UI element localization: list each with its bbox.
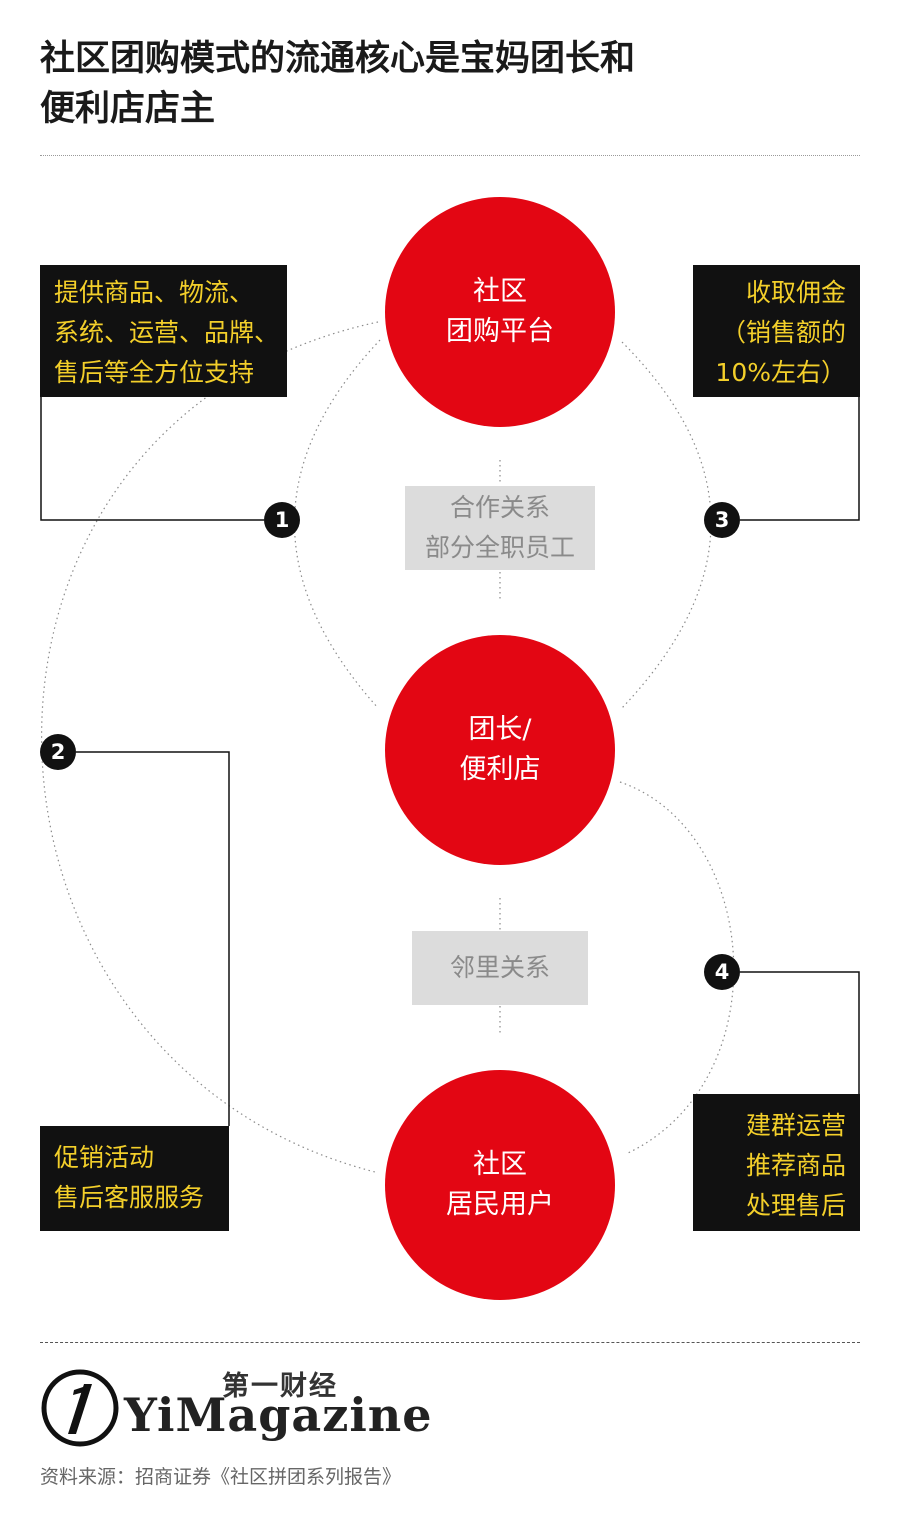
title-line-2: 便利店店主	[40, 89, 216, 129]
callout-3-line: 10%左右）	[715, 358, 846, 387]
callout-4-line: 推荐商品	[745, 1151, 846, 1180]
node-residents-line1: 社区	[473, 1149, 527, 1180]
callout-3: 收取佣金 （销售额的 10%左右）	[693, 265, 860, 397]
callout-3-line: 收取佣金	[745, 278, 846, 307]
brand-name-en: YiMagazine	[124, 1388, 433, 1442]
yimagazine-logo-icon	[41, 1369, 119, 1447]
node-leader-line2: 便利店	[459, 754, 541, 785]
callout-4-line: 建群运营	[745, 1111, 846, 1140]
page-title: 社区团购模式的流通核心是宝妈团长和 便利店店主	[40, 34, 860, 134]
arc-platform-residents-left	[41, 321, 379, 1173]
relation-upper: 合作关系 部分全职员工	[405, 486, 595, 570]
callout-1-line: 售后等全方位支持	[54, 358, 255, 387]
badge-3: 3	[704, 502, 740, 538]
callout-4: 建群运营 推荐商品 处理售后	[693, 1094, 860, 1231]
title-line-1: 社区团购模式的流通核心是宝妈团长和	[40, 39, 636, 79]
node-platform-line1: 社区	[473, 276, 527, 307]
node-leader-line1: 团长/	[468, 714, 532, 745]
callout-2-line: 售后客服服务	[54, 1183, 205, 1212]
node-platform: 社区 团购平台	[385, 197, 615, 427]
node-platform-line2: 团购平台	[446, 316, 554, 347]
leader-line-1	[40, 397, 264, 521]
relation-lower: 邻里关系	[412, 931, 588, 1005]
badge-1: 1	[264, 502, 300, 538]
node-residents: 社区 居民用户	[385, 1070, 615, 1300]
source-note: 资料来源：招商证券《社区拼团系列报告》	[40, 1466, 402, 1488]
callout-4-line: 处理售后	[745, 1191, 846, 1220]
relation-upper-line2: 部分全职员工	[424, 533, 575, 562]
arc-leader-residents-right	[619, 781, 735, 1154]
arc-platform-leader-left	[293, 339, 381, 709]
callout-1: 提供商品、物流、 系统、运营、品牌、 售后等全方位支持	[40, 265, 287, 397]
relation-upper-line1: 合作关系	[449, 493, 550, 522]
leader-line-4	[740, 971, 860, 1094]
leader-line-3	[740, 397, 860, 521]
callout-1-line: 提供商品、物流、	[54, 278, 255, 307]
badge-2: 2	[40, 734, 76, 770]
footer-divider	[40, 1342, 860, 1343]
callout-2-line: 促销活动	[54, 1143, 155, 1172]
arc-platform-leader-right	[621, 341, 712, 709]
callout-2: 促销活动 售后客服服务	[40, 1126, 229, 1231]
node-residents-line2: 居民用户	[446, 1189, 554, 1220]
callout-3-line: （销售额的	[720, 318, 846, 347]
callout-1-line: 系统、运营、品牌、	[54, 318, 280, 347]
badge-4: 4	[704, 954, 740, 990]
brand-name-cn: 第一财经	[222, 1371, 338, 1402]
relation-lower-line1: 邻里关系	[449, 953, 550, 982]
node-leader: 团长/ 便利店	[385, 635, 615, 865]
title-divider	[40, 155, 860, 156]
leader-line-2	[76, 751, 230, 1126]
